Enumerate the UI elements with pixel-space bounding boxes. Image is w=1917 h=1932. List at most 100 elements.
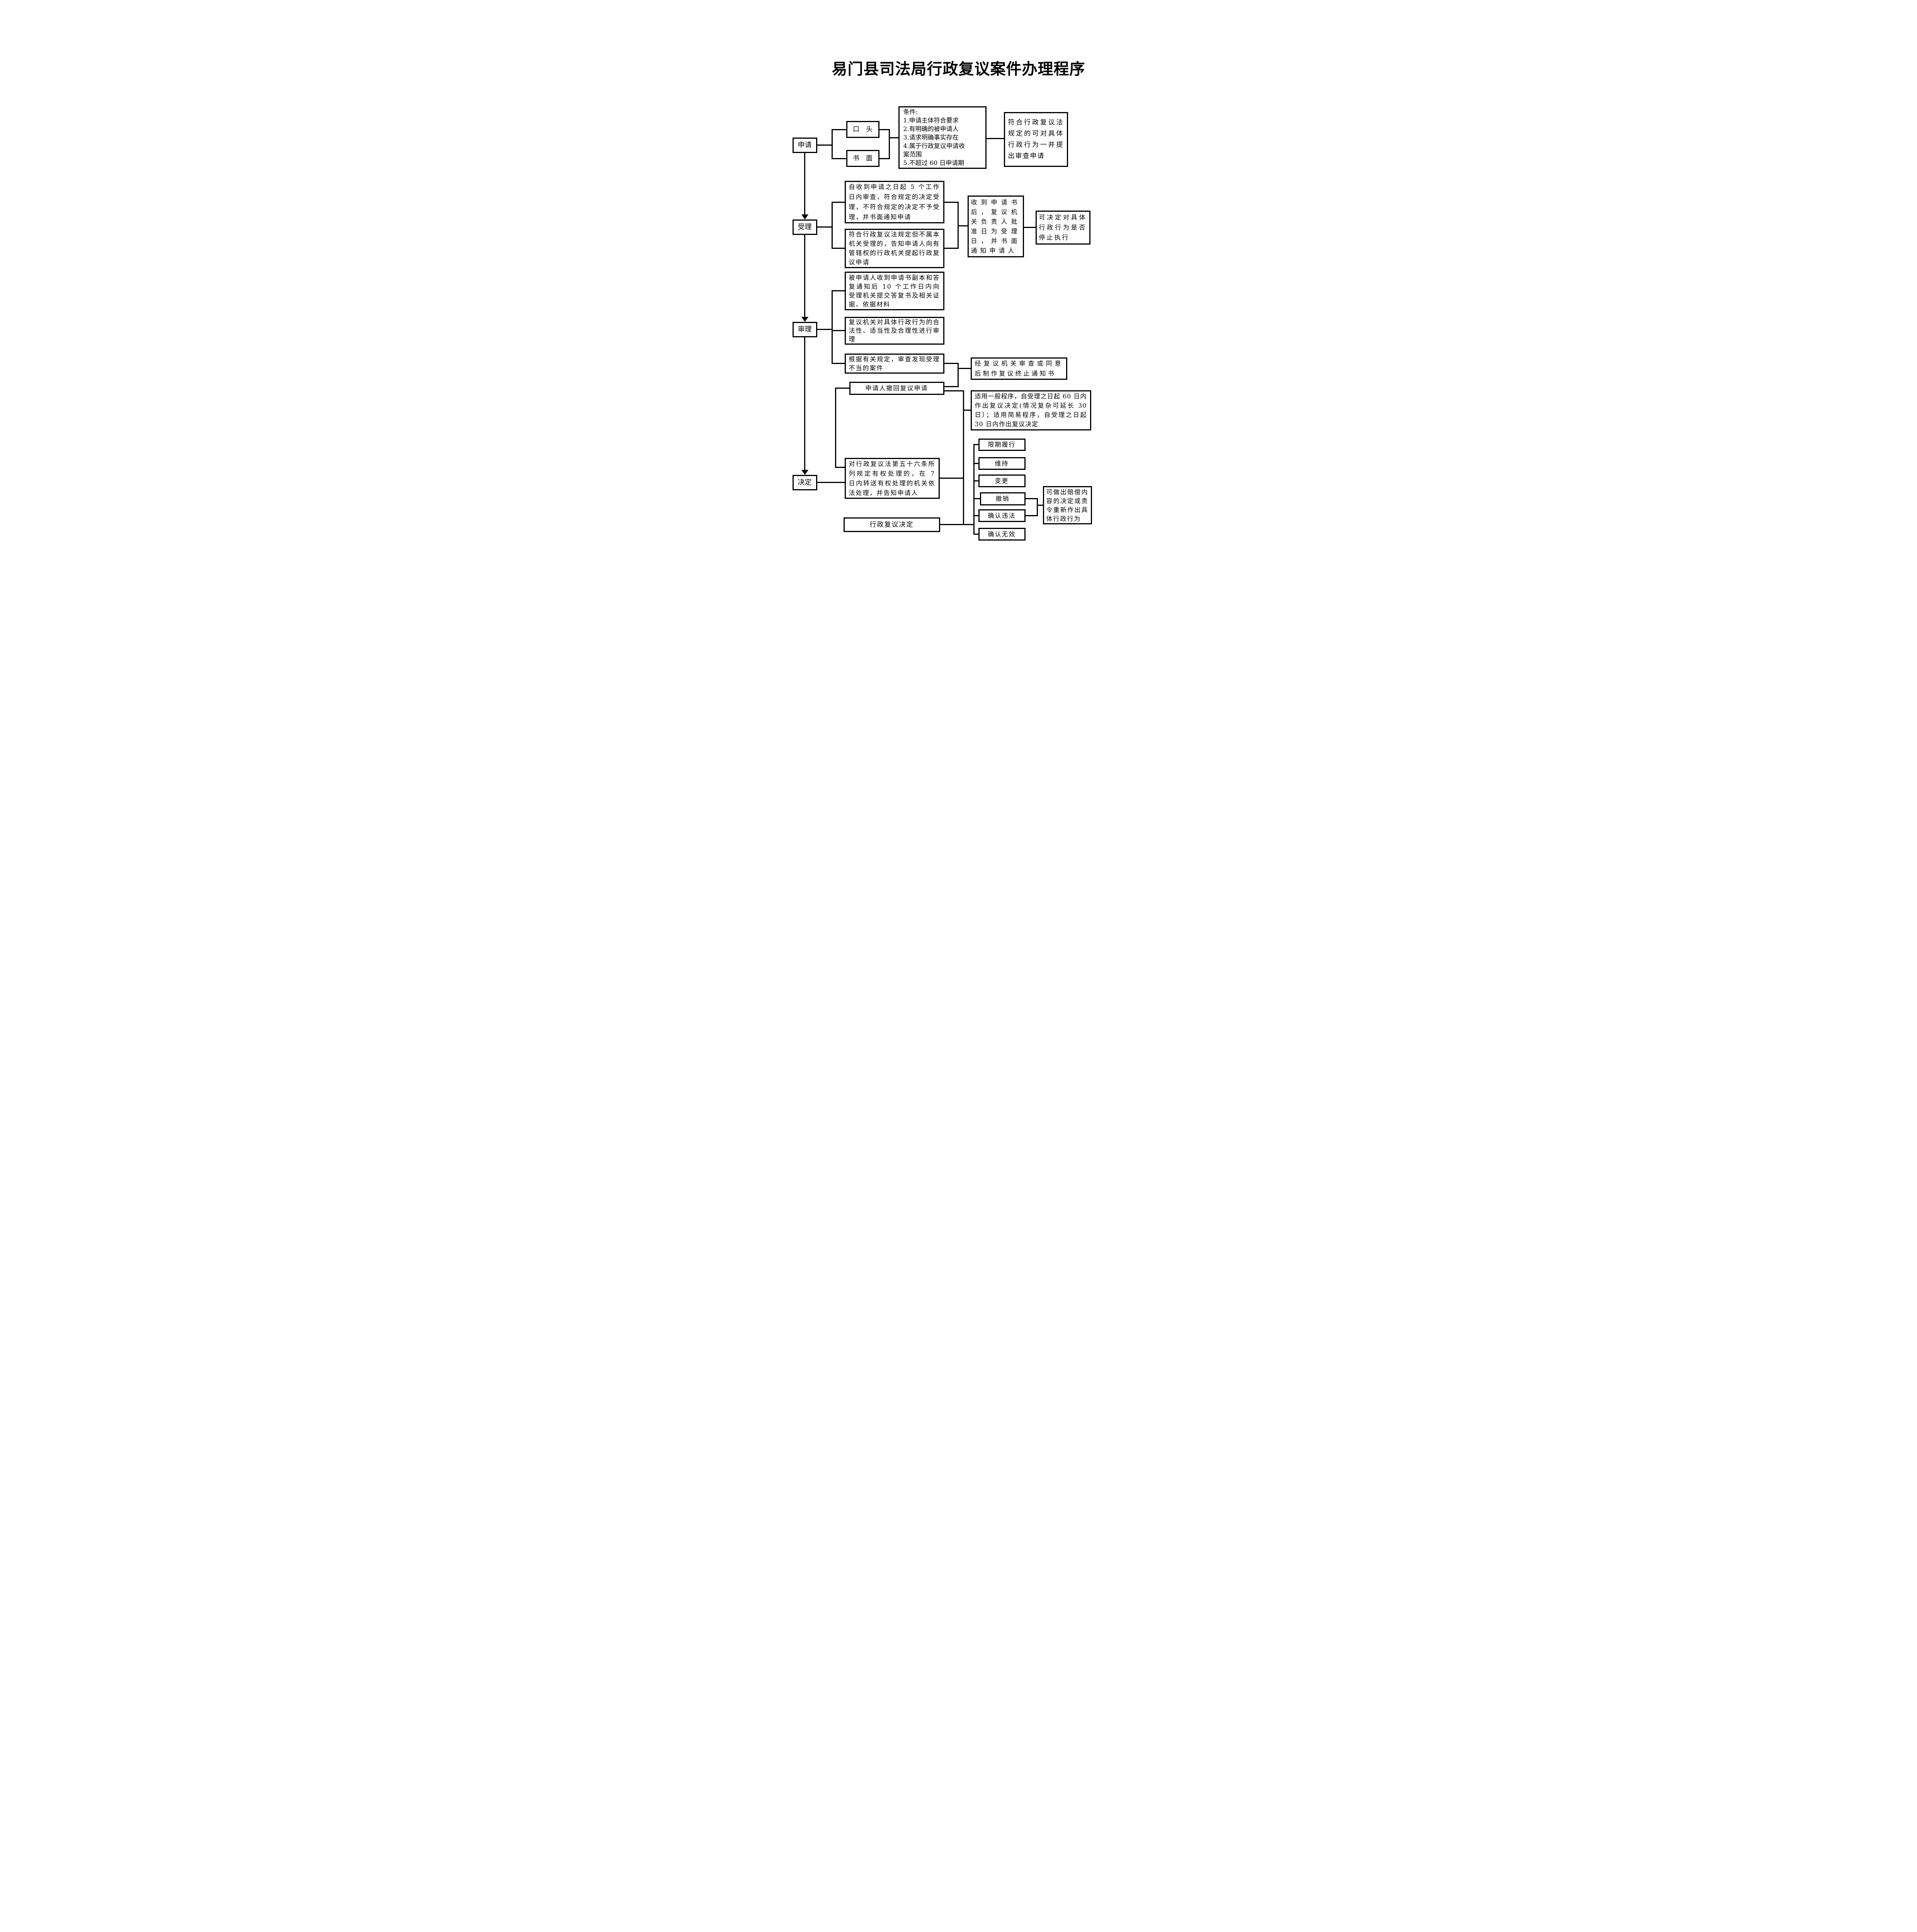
acceptance-date-text: 收到申请书后，复议机关负责人批准日为受理日，并书面通知申请人 <box>971 199 1021 254</box>
connector-line <box>831 248 845 249</box>
outcome-change-box: 变更 <box>978 474 1026 487</box>
arrow-down-icon <box>801 214 808 219</box>
respondent-reply-box: 被申请人收到申请书副本和答复通知后 10 个工作日内向受理机关提交答复书及相关证… <box>844 272 944 310</box>
flow-arrow-shaft <box>804 235 805 318</box>
stage-apply-box: 申请 <box>792 138 817 153</box>
connector-line <box>940 524 973 525</box>
decision-box: 行政复议决定 <box>843 517 940 532</box>
connector-line <box>831 363 845 364</box>
conditions-text: 条件: 1.申请主体符合要求 2.有明确的被申请人 3.请求明确事实存在 4.属… <box>903 108 965 167</box>
time-limit-box: 适用一般程序，自受理之日起 60 日内作出复议决定(情况复杂可延长 30 日）；… <box>970 390 1091 430</box>
connector-line <box>817 482 845 483</box>
connector-line <box>831 129 833 159</box>
arrow-down-icon <box>801 470 808 475</box>
stage-accept-label: 受理 <box>798 223 812 231</box>
time-limit-text: 适用一般程序，自受理之日起 60 日内作出复议决定(情况复杂可延长 30 日）；… <box>975 393 1087 428</box>
oral-box: 口 头 <box>846 121 879 138</box>
stage-review-label: 审理 <box>798 325 812 333</box>
outcome-invalid-box: 确认无效 <box>978 528 1026 541</box>
page-title: 易门县司法局行政复议案件办理程序 <box>832 60 1085 78</box>
connector-line <box>1025 498 1037 499</box>
withdraw-label: 申请人撤回复议申请 <box>865 384 928 392</box>
decision-label: 行政复议决定 <box>869 520 914 529</box>
outcome-illegal-label: 确认违法 <box>988 512 1016 519</box>
connector-line <box>973 463 978 464</box>
connector-line <box>944 363 958 364</box>
acceptance-date-box: 收到申请书后，复议机关负责人批准日为受理日，并书面通知申请人 <box>967 196 1024 257</box>
screening-box: 自收到申请之日起 5 个工作日内审查，符合规定的决定受理，不符合规定的决定不予受… <box>844 181 944 223</box>
conditions-box: 条件: 1.申请主体符合要求 2.有明确的被申请人 3.请求明确事实存在 4.属… <box>898 106 987 169</box>
legality-review-text: 复议机关对具体行政行为的合法性、适当性及合理性进行审理 <box>849 318 940 343</box>
outcome-revoke-label: 撤销 <box>995 495 1010 503</box>
connector-line <box>973 480 978 481</box>
outcome-illegal-box: 确认违法 <box>978 509 1026 522</box>
legality-review-box: 复议机关对具体行政行为的合法性、适当性及合理性进行审理 <box>844 317 944 345</box>
outcome-change-label: 变更 <box>995 477 1009 485</box>
connector-line <box>1024 227 1036 228</box>
connector-line <box>879 129 889 130</box>
compensation-box: 可做出赔偿内容的决定或责令重新作出具体行政行为 <box>1043 486 1092 524</box>
connector-line <box>817 226 832 228</box>
suspension-text: 可决定对具体行政行为是否停止执行 <box>1039 214 1087 241</box>
connector-line <box>986 138 1004 139</box>
flowchart-page: 易门县司法局行政复议案件办理程序 申请 受理 审理 决定 口 头 书 面 条件:… <box>742 0 1175 613</box>
connector-line <box>879 158 889 159</box>
connector-line <box>944 386 958 387</box>
connector-line <box>944 248 958 249</box>
connector-line <box>939 478 963 479</box>
connector-line <box>973 444 978 445</box>
outcome-uphold-box: 维持 <box>978 457 1026 470</box>
connector-line <box>973 534 978 535</box>
termination-box: 经复议机关审查或同意后制作复议终止通知书 <box>970 357 1067 380</box>
connector-line <box>817 329 832 330</box>
written-label: 书 面 <box>853 154 873 162</box>
outcome-invalid-label: 确认无效 <box>988 530 1016 538</box>
connector-line <box>831 129 846 130</box>
stage-decide-label: 决定 <box>798 478 812 486</box>
connector-line <box>835 388 849 389</box>
stage-accept-box: 受理 <box>792 219 817 235</box>
transfer-notice-text: 符合行政复议法规定但不属本机关受理的，告知申请人向有管辖权的行政机关提起行政复议… <box>849 231 940 266</box>
connector-line <box>963 390 964 525</box>
connector-line <box>1036 498 1038 516</box>
connector-line <box>957 363 959 387</box>
flow-arrow-shaft <box>804 153 805 215</box>
outcome-fulfill-label: 限期履行 <box>988 441 1016 449</box>
connector-line <box>944 202 958 203</box>
transfer-notice-box: 符合行政复议法规定但不属本机关受理的，告知申请人向有管辖权的行政机关提起行政复议… <box>844 229 944 268</box>
connector-line <box>831 330 845 331</box>
stage-apply-label: 申请 <box>798 141 812 149</box>
withdraw-box: 申请人撤回复议申请 <box>849 382 944 395</box>
connector-line <box>888 129 890 159</box>
outcome-fulfill-box: 限期履行 <box>978 439 1026 451</box>
joint-review-text: 符合行政复议法规定的可对具体行政行为一并提出审查申请 <box>1008 119 1064 160</box>
connector-line <box>817 145 832 146</box>
connector-line <box>957 225 968 226</box>
connector-line <box>831 202 845 203</box>
connector-line <box>831 202 833 249</box>
compensation-text: 可做出赔偿内容的决定或责令重新作出具体行政行为 <box>1046 488 1089 522</box>
connector-line <box>957 368 971 369</box>
flow-arrow-shaft <box>804 337 805 471</box>
connector-line <box>973 515 978 516</box>
connector-line <box>835 388 836 468</box>
suspension-box: 可决定对具体行政行为是否停止执行 <box>1035 211 1090 245</box>
written-box: 书 面 <box>846 150 879 167</box>
connector-line <box>963 410 971 411</box>
connector-line <box>831 290 833 364</box>
connector-line <box>973 444 975 535</box>
oral-label: 口 头 <box>853 125 873 133</box>
respondent-reply-text: 被申请人收到申请书副本和答复通知后 10 个工作日内向受理机关提交答复书及相关证… <box>849 274 940 308</box>
termination-text: 经复议机关审查或同意后制作复议终止通知书 <box>975 360 1063 377</box>
connector-line <box>1036 505 1043 506</box>
article56-text: 对行政复议法第五十六条所列规定有权处理的，在 7 日内转送有权处理的机关依法处理… <box>849 460 936 497</box>
improper-case-text: 根据有关规定，审查发现受理不当的案件 <box>849 355 940 372</box>
connector-line <box>831 290 845 291</box>
stage-review-box: 审理 <box>792 322 817 337</box>
connector-line <box>888 137 898 138</box>
connector-line <box>1025 515 1037 516</box>
connector-line <box>835 467 845 468</box>
improper-case-box: 根据有关规定，审查发现受理不当的案件 <box>844 354 944 374</box>
connector-line <box>944 390 963 391</box>
connector-line <box>831 158 846 159</box>
